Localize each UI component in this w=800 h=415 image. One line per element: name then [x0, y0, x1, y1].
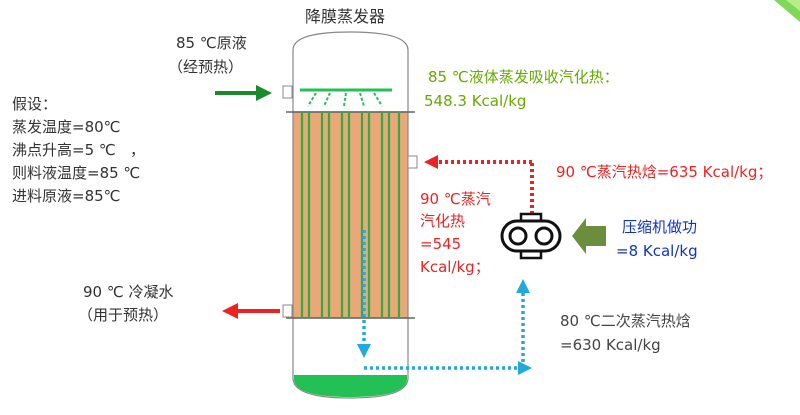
assumption-line: 沸点升高=5 ℃ ， [12, 141, 146, 159]
feed-label-line1: 85 ℃原液 [176, 34, 247, 52]
vessel-top [292, 31, 409, 113]
corner-decoration [774, 0, 800, 22]
tube-bundle [292, 111, 409, 319]
diagram-title: 降膜蒸发器 [305, 7, 386, 26]
steam-inlet-nozzle [407, 155, 418, 169]
condensate-arrow [222, 303, 280, 319]
compressed-steam-arrowhead [424, 155, 438, 169]
liquid-distributor [300, 88, 392, 107]
secondary-steam-arrowhead-down [357, 344, 371, 358]
assumption-line: 则料液温度=85 ℃ [12, 164, 141, 182]
steam-enthalpy-label: 90 ℃蒸汽热焓=635 Kcal/kg； [556, 163, 773, 181]
compressor-label-line2: =8 Kcal/kg [616, 242, 698, 260]
secondary-steam-path [362, 230, 525, 370]
feed-nozzle [282, 85, 293, 99]
steam-latent-label-line2: 汽化热 [420, 212, 466, 230]
secondary-steam-arrowhead-right [518, 361, 532, 375]
compressor-work-arrow [572, 218, 606, 254]
tubes [300, 112, 401, 318]
steam-latent-label-line3: =545 [420, 235, 462, 253]
assumption-line: 蒸发温度=80℃ [12, 118, 121, 136]
steam-latent-label-line4: Kcal/kg； [420, 258, 490, 276]
evaporator-vessel [292, 31, 409, 399]
condensate-label-line1: 90 ℃ 冷凝水 [83, 283, 174, 301]
feed-arrow [215, 85, 272, 101]
steam-latent-label-line1: 90 ℃蒸汽 [420, 190, 491, 208]
compressed-steam-path [436, 160, 534, 214]
latent-heat-label-line2: 548.3 Kcal/kg [424, 92, 527, 110]
assumption-line: 进料原液=85℃ [12, 187, 121, 205]
compressor-icon [500, 212, 562, 260]
latent-heat-label-line1: 85 ℃液体蒸发吸收汽化热： [428, 68, 619, 86]
condensate-label-line2: （用于预热） [78, 306, 169, 324]
feed-label-line2: （经预热） [168, 58, 244, 76]
secondary-steam-arrowhead-up [516, 279, 530, 293]
secondary-steam-label-line2: =630 Kcal/kg [560, 336, 661, 354]
assumptions-heading: 假设： [12, 95, 58, 113]
compressor-label-line1: 压缩机做功 [622, 218, 698, 236]
bottom-liquid [294, 375, 407, 397]
secondary-steam-label-line1: 80 ℃二次蒸汽热焓 [560, 312, 691, 330]
condensate-outlet-nozzle [282, 304, 293, 318]
